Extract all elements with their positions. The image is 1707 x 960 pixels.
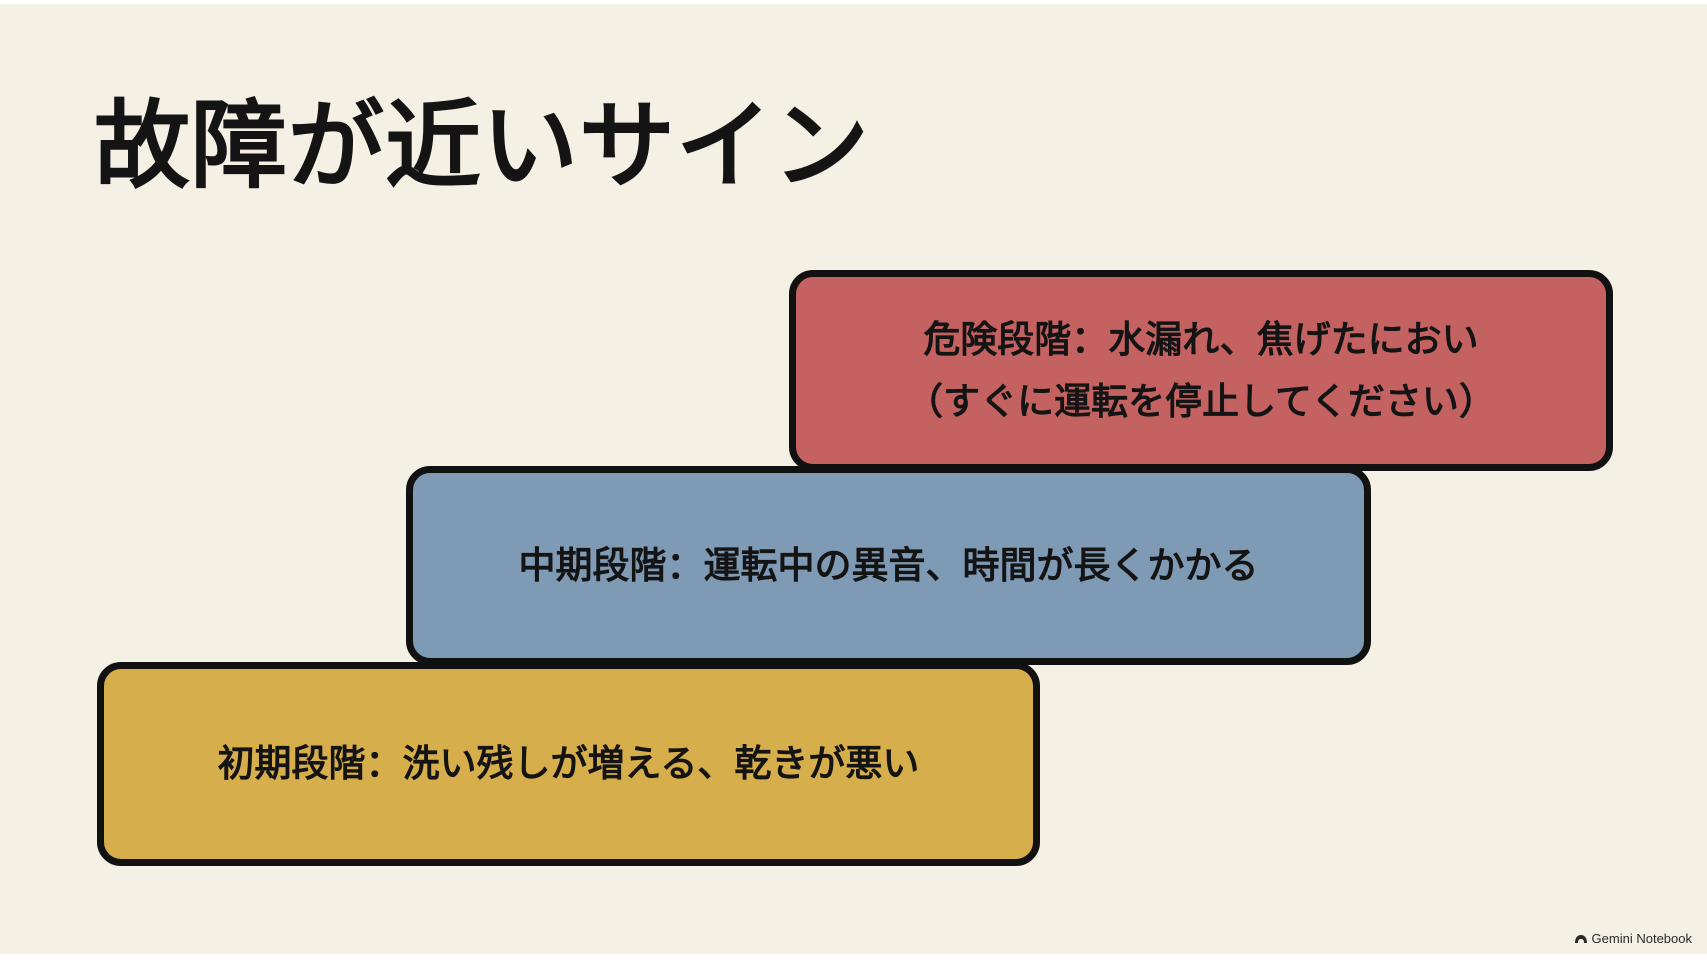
- watermark-text: Gemini Notebook: [1591, 931, 1692, 946]
- step-middle-line-1: 中期段階：運転中の異音、時間が長くかかる: [518, 543, 1259, 587]
- step-early-text: 初期段階：洗い残しが増える、乾きが悪い: [218, 733, 920, 795]
- step-danger-line-2: （すぐに運転を停止してください）: [906, 379, 1496, 423]
- step-danger: 危険段階：水漏れ、焦げたにおい （すぐに運転を停止してください）: [789, 270, 1613, 471]
- step-danger-line-1: 危険段階：水漏れ、焦げたにおい: [923, 317, 1479, 361]
- step-danger-text: 危険段階：水漏れ、焦げたにおい （すぐに運転を停止してください）: [906, 309, 1496, 433]
- step-middle-text: 中期段階：運転中の異音、時間が長くかかる: [519, 535, 1259, 597]
- slide-title: 故障が近いサイン: [94, 90, 870, 202]
- watermark: Gemini Notebook: [1574, 931, 1692, 946]
- step-early-line-1: 初期段階：洗い残しが増える、乾きが悪い: [217, 742, 920, 785]
- step-middle: 中期段階：運転中の異音、時間が長くかかる: [406, 466, 1371, 665]
- slide: 故障が近いサイン 危険段階：水漏れ、焦げたにおい （すぐに運転を停止してください…: [0, 4, 1707, 954]
- notebook-logo-icon: [1574, 934, 1587, 943]
- step-early: 初期段階：洗い残しが増える、乾きが悪い: [97, 662, 1040, 866]
